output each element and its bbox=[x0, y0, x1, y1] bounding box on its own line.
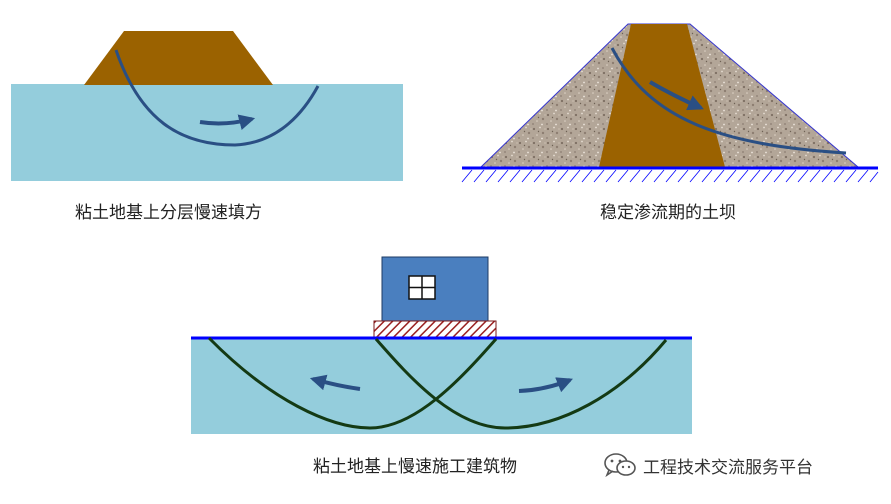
right-slip-curve bbox=[374, 338, 668, 430]
window-icon bbox=[408, 275, 436, 300]
ground-hatching bbox=[461, 169, 879, 183]
footing-hatched bbox=[373, 320, 497, 338]
watermark: 工程技术交流服务平台 bbox=[603, 452, 813, 478]
panel-fill-on-clay bbox=[11, 31, 403, 181]
panel-earth-dam bbox=[461, 23, 879, 183]
slip-surface-curve bbox=[114, 49, 320, 147]
dam-clay-core bbox=[599, 24, 725, 167]
panel-building-on-clay bbox=[191, 256, 692, 434]
caption-earth-dam: 稳定渗流期的土坝 bbox=[600, 203, 736, 223]
clay-foundation bbox=[191, 337, 692, 434]
caption-fill-on-clay: 粘土地基上分层慢速填方 bbox=[75, 203, 262, 223]
watermark-text: 工程技术交流服务平台 bbox=[643, 457, 813, 478]
seepage-slip-curve bbox=[610, 47, 847, 155]
right-slide-arrow bbox=[518, 377, 573, 393]
clay-foundation bbox=[11, 84, 403, 181]
left-slide-arrow bbox=[309, 374, 361, 391]
slip-direction-arrow bbox=[199, 114, 256, 130]
fill-embankment bbox=[84, 31, 273, 85]
wechat-icon bbox=[604, 453, 636, 478]
caption-building-on-clay: 粘土地基上慢速施工建筑物 bbox=[313, 457, 517, 477]
left-slip-curve bbox=[207, 336, 498, 430]
seepage-direction-arrow bbox=[648, 80, 704, 111]
